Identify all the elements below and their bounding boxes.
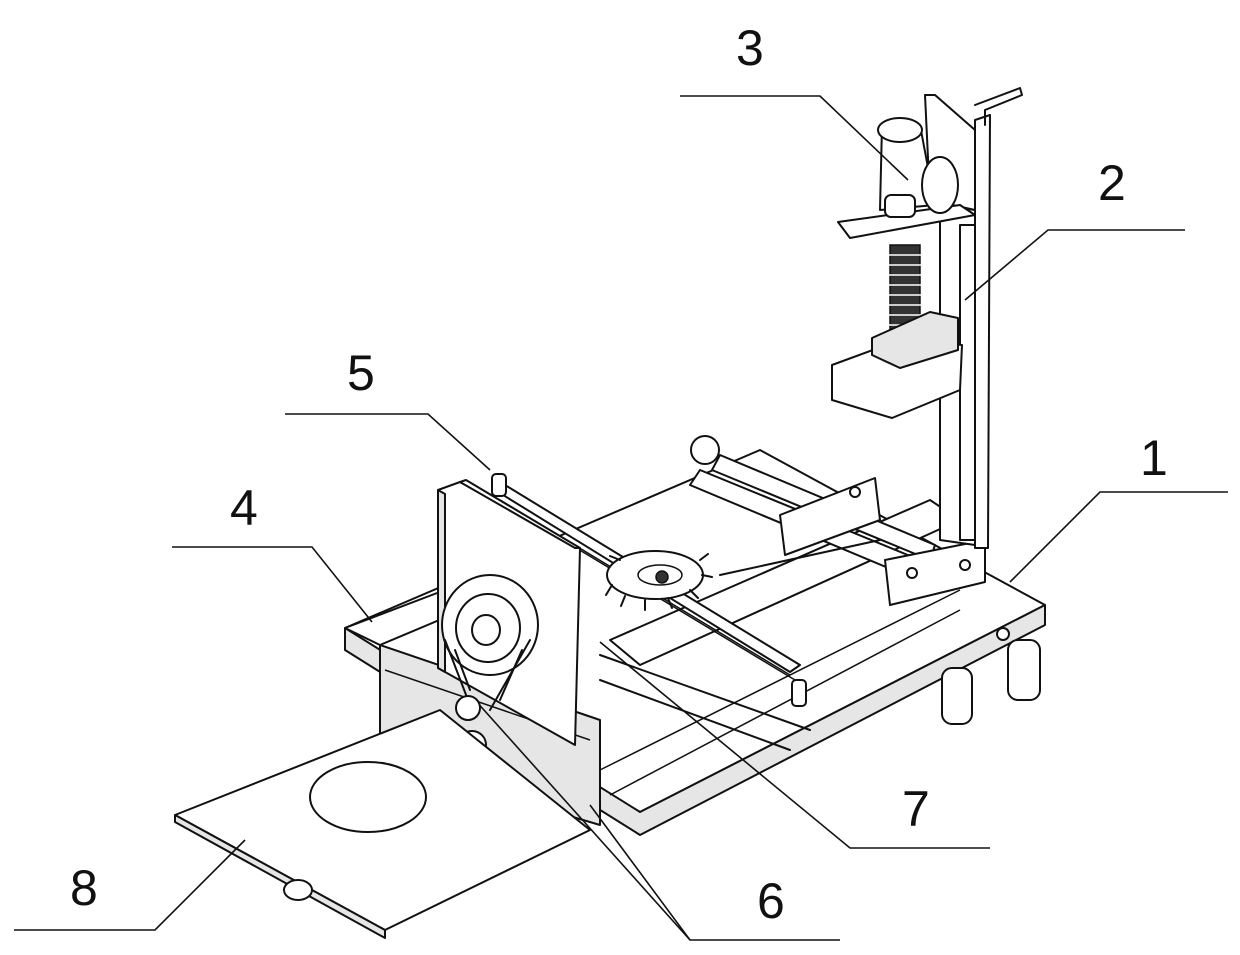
bar-knob <box>492 474 506 496</box>
leader-3 <box>680 96 908 180</box>
leader-1 <box>1010 492 1228 582</box>
label-3: 3 <box>736 20 764 76</box>
tray-foot <box>284 880 312 900</box>
label-6: 6 <box>757 873 785 929</box>
label-5: 5 <box>347 345 375 401</box>
label-4: 4 <box>230 480 258 536</box>
leader-2 <box>965 230 1185 300</box>
leg <box>942 668 972 724</box>
rail-endstop <box>792 680 806 706</box>
leader-8 <box>14 840 245 930</box>
leg <box>1008 640 1040 700</box>
bolt <box>997 628 1009 640</box>
leader-5 <box>285 414 490 470</box>
label-8: 8 <box>70 860 98 916</box>
label-2: 2 <box>1098 155 1126 211</box>
rail-roller <box>691 436 719 464</box>
label-1: 1 <box>1140 430 1168 486</box>
tray-dish <box>310 762 426 832</box>
leader-4 <box>172 547 372 622</box>
label-7: 7 <box>902 781 930 837</box>
